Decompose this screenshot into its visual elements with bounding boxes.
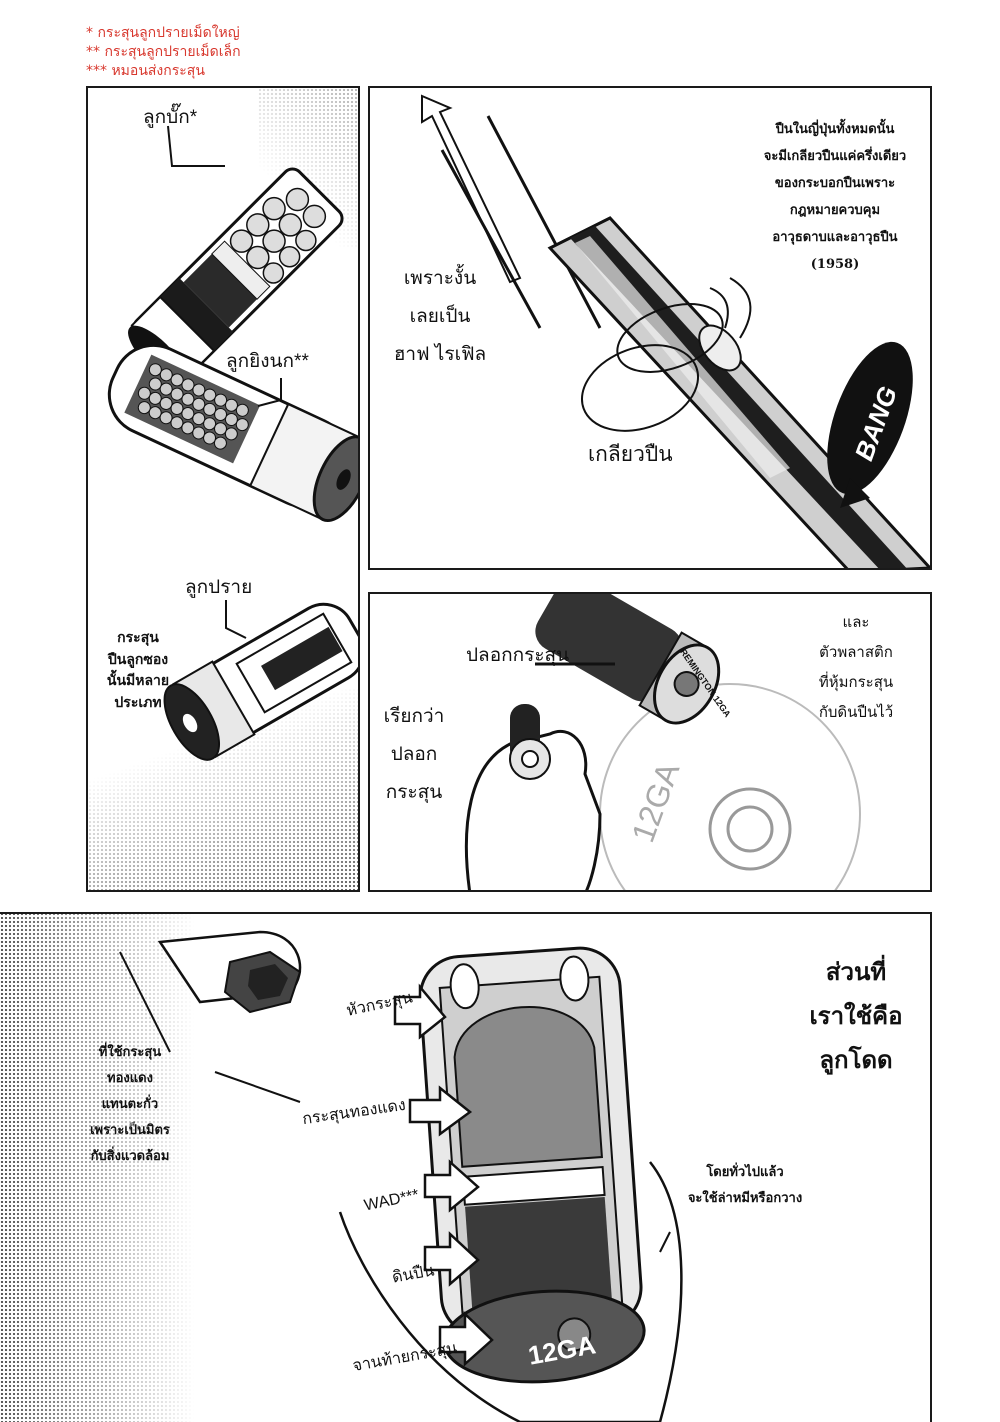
label-birdshot: ลูกยิงนก** xyxy=(226,351,309,372)
slug-shell-illustration xyxy=(163,600,358,761)
label-buckshot: ลูกบั๊ก* xyxy=(143,107,198,128)
label-slug-shot: ลูกปราย xyxy=(185,577,253,598)
narration-called-hull: เรียกว่า ปลอก กระสุน xyxy=(383,706,445,803)
note-buckshot: * กระสุนลูกปรายเม็ดใหญ่ xyxy=(86,25,240,41)
title-we-use-slug: ส่วนที่ เราใช้คือ ลูกโดด xyxy=(809,957,903,1074)
narration-plastic-case: และ ตัวพลาสติก ที่หุ้มกระสุน กับดินปืนไว… xyxy=(818,614,894,721)
narration-shell-types: กระสุน ปืนลูกซอง นั้นมีหลาย ประเภท xyxy=(106,630,170,712)
slug-cutaway-illustration xyxy=(119,930,683,1422)
narration-japan-law: ปืนในญี่ปุ่นทั้งหมดนั้น จะมีเกลียวปืนแค่… xyxy=(763,122,907,272)
panel-shell-types: ลูกบั๊ก* ลูกยิงนก** xyxy=(86,86,360,892)
label-hull: ปลอกกระสุน xyxy=(466,645,570,666)
barrel-rifling-illustration xyxy=(421,94,930,568)
narration-half-rifle: เพราะงั้น เลยเป็น ฮาฟ ไรเฟิล xyxy=(393,268,487,365)
narration-hunt-bear-deer: โดยทั่วไปแล้ว จะใช้ล่าหมีหรือกวาง xyxy=(687,1165,803,1206)
hull-illustration xyxy=(464,594,861,890)
panel-rifling: BANG ปืนในญี่ปุ่นทั้งหมดนั้น จะมีเกลียวป… xyxy=(368,86,932,570)
birdshot-shell-illustration xyxy=(107,343,358,523)
panel-slug-border xyxy=(0,912,932,1422)
label-rifling: เกลียวปืน xyxy=(588,443,673,466)
translator-notes: * กระสุนลูกปรายเม็ดใหญ่ ** กระสุนลูกปราย… xyxy=(86,24,241,81)
panel-shell-hull: REMINGTON 12GA 12GA ปลอกกระสุน เรียกว่า … xyxy=(368,592,932,892)
note-wad: *** หมอนส่งกระสุน xyxy=(86,63,205,79)
note-birdshot: ** กระสุนลูกปรายเม็ดเล็ก xyxy=(86,44,241,60)
narration-copper-eco: ที่ใช้กระสุน ทองแดง แทนตะกั่ว เพราะเป็นม… xyxy=(90,1045,170,1164)
